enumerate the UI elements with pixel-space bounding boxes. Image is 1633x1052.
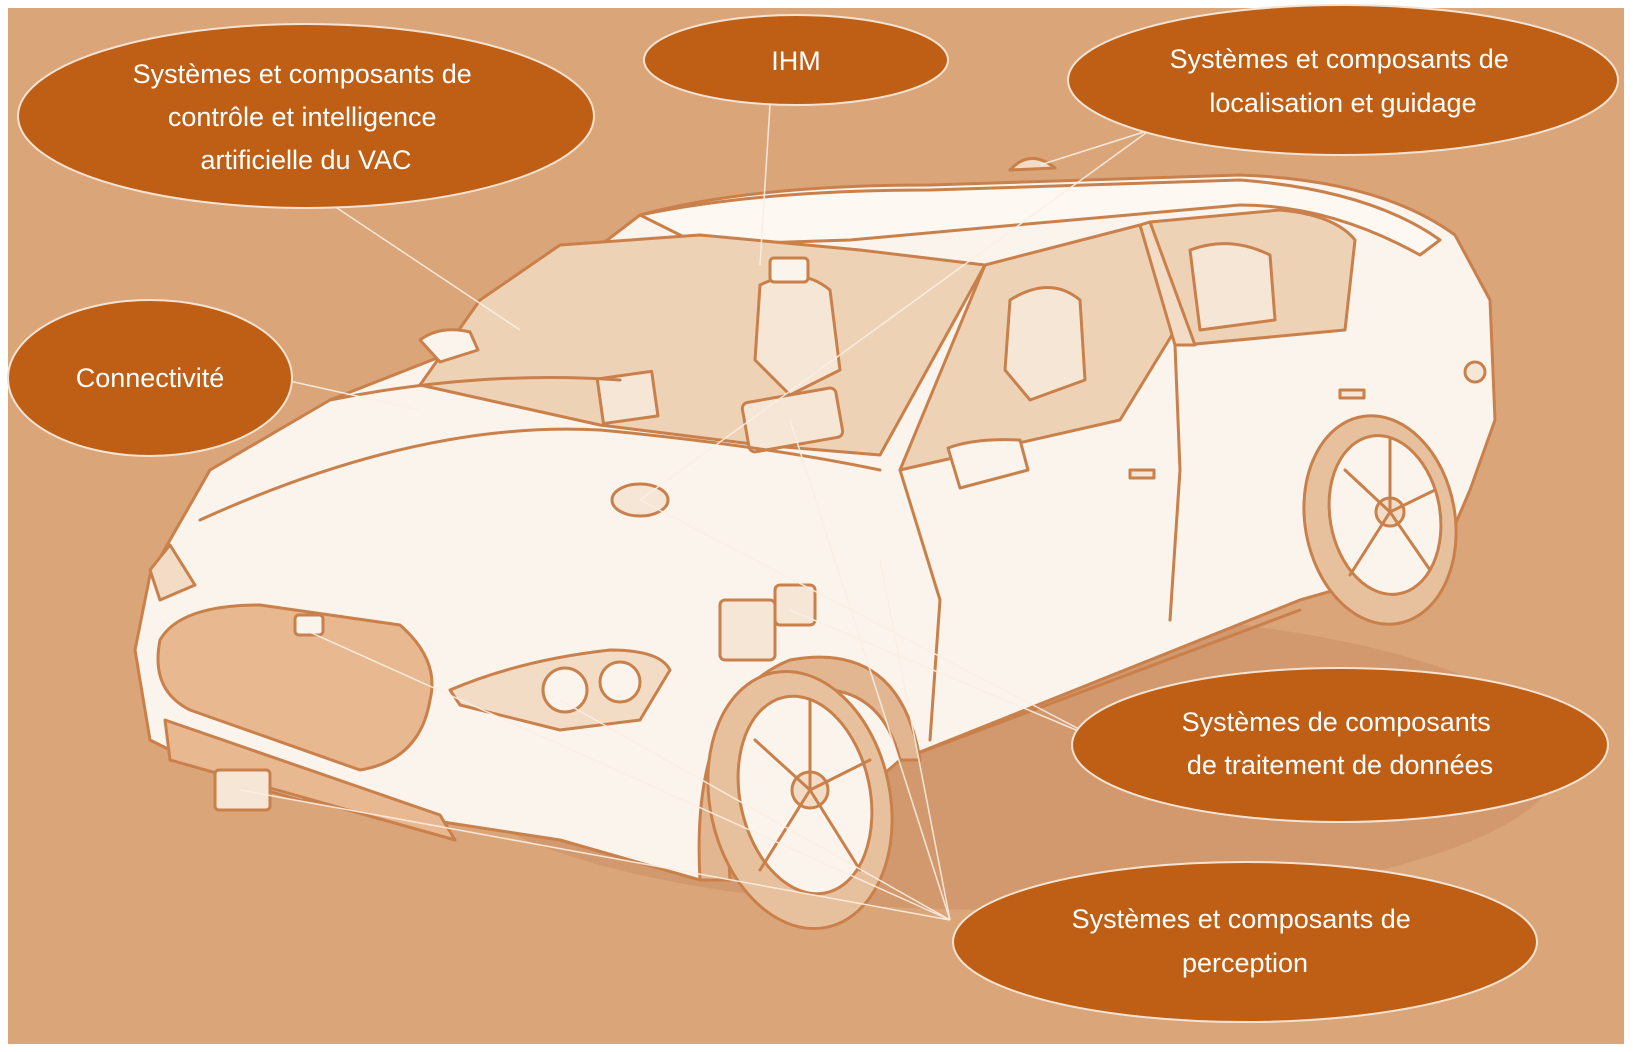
front-door-handle <box>1128 468 1156 480</box>
callout-ihm: IHM <box>643 14 949 106</box>
engine-component-1 <box>718 598 777 662</box>
callout-traitement-donnees: Systèmes de composants de traitement de … <box>1071 667 1609 823</box>
callout-text-line: localisation et guidage <box>1209 88 1476 118</box>
leader-line <box>304 629 951 921</box>
callout-connectivite: Connectivité <box>7 299 293 457</box>
dashboard-screen <box>595 369 660 426</box>
callout-bubble <box>952 861 1538 1023</box>
rear-spokes <box>1343 438 1437 577</box>
callout-text-line: de traitement de données <box>1187 750 1493 780</box>
callout-bubble <box>1071 667 1609 823</box>
callout-bubble <box>1067 4 1619 156</box>
right-mirror <box>946 438 1030 490</box>
callout-text-line: contrôle et intelligence <box>168 102 437 132</box>
leader-line <box>879 559 951 921</box>
b-pillar <box>1138 220 1197 347</box>
leader-lines <box>239 104 1151 921</box>
callout-text-line: artificielle du VAC <box>200 145 411 175</box>
callout-text-line: Connectivité <box>76 363 225 393</box>
leader-line <box>559 699 951 921</box>
leader-line <box>789 609 1101 741</box>
svg-text:Systèmes et composants de: Systèmes et composants de perception <box>1072 904 1419 978</box>
callout-text-line: Systèmes de composants <box>1182 707 1491 737</box>
leader-line <box>639 499 1101 741</box>
svg-text:Systèmes et composants de: Systèmes et composants de contrôle et in… <box>133 59 480 175</box>
left-headlight <box>148 543 197 602</box>
leader-line <box>759 104 771 266</box>
svg-text:IHM: IHM <box>771 46 821 76</box>
headlight-lens-1 <box>541 666 589 714</box>
rear-seat <box>1003 286 1087 402</box>
engine-component-2 <box>773 583 817 627</box>
callout-text-line: Systèmes et composants de <box>133 59 472 89</box>
front-spokes <box>753 698 872 872</box>
callout-text-line: Systèmes et composants de <box>1170 44 1509 74</box>
front-camera <box>293 613 325 637</box>
sill-line <box>898 608 1302 762</box>
hood-crease-2 <box>328 376 622 402</box>
callout-perception: Systèmes et composants de perception <box>952 861 1538 1023</box>
leader-line <box>1039 129 1151 166</box>
callout-text-line: Systèmes et composants de <box>1072 904 1411 934</box>
svg-text:Systèmes et composants de: Systèmes et composants de localisation e… <box>1170 44 1517 118</box>
left-mirror <box>418 328 480 364</box>
interior-camera <box>768 256 810 284</box>
headlight-lens-2 <box>598 660 642 704</box>
lower-grille <box>163 718 457 842</box>
callout-bubble <box>7 299 293 457</box>
front-door-line <box>898 468 942 742</box>
roof-antenna <box>1008 157 1057 172</box>
callout-localisation-guidage: Systèmes et composants de localisation e… <box>1067 4 1619 156</box>
rear-door-line <box>1168 343 1182 622</box>
car-roof <box>638 178 1442 257</box>
rear-bench <box>1188 242 1277 332</box>
car-illustration <box>133 157 1497 931</box>
rear-door-handle <box>1338 388 1366 400</box>
navigation-display <box>740 386 845 454</box>
windshield <box>418 233 987 457</box>
callout-controle-ia: Systèmes et composants de contrôle et in… <box>17 23 595 209</box>
leader-line <box>309 189 521 331</box>
svg-text:Systèmes de composants d: Systèmes de composants de traitement de … <box>1182 707 1499 780</box>
hood-crease <box>198 427 882 522</box>
leader-line <box>789 419 951 921</box>
callout-bubble <box>17 23 595 209</box>
front-grille <box>156 603 434 772</box>
svg-text:Connectivité: Connectivité <box>76 363 225 393</box>
callout-bubble <box>643 14 949 106</box>
fuel-cap <box>1463 360 1487 384</box>
leader-line <box>239 789 951 921</box>
leader-line <box>284 379 421 411</box>
callout-text-line: IHM <box>771 46 821 76</box>
leader-line <box>639 129 1151 501</box>
callout-text-line: perception <box>1182 948 1308 978</box>
